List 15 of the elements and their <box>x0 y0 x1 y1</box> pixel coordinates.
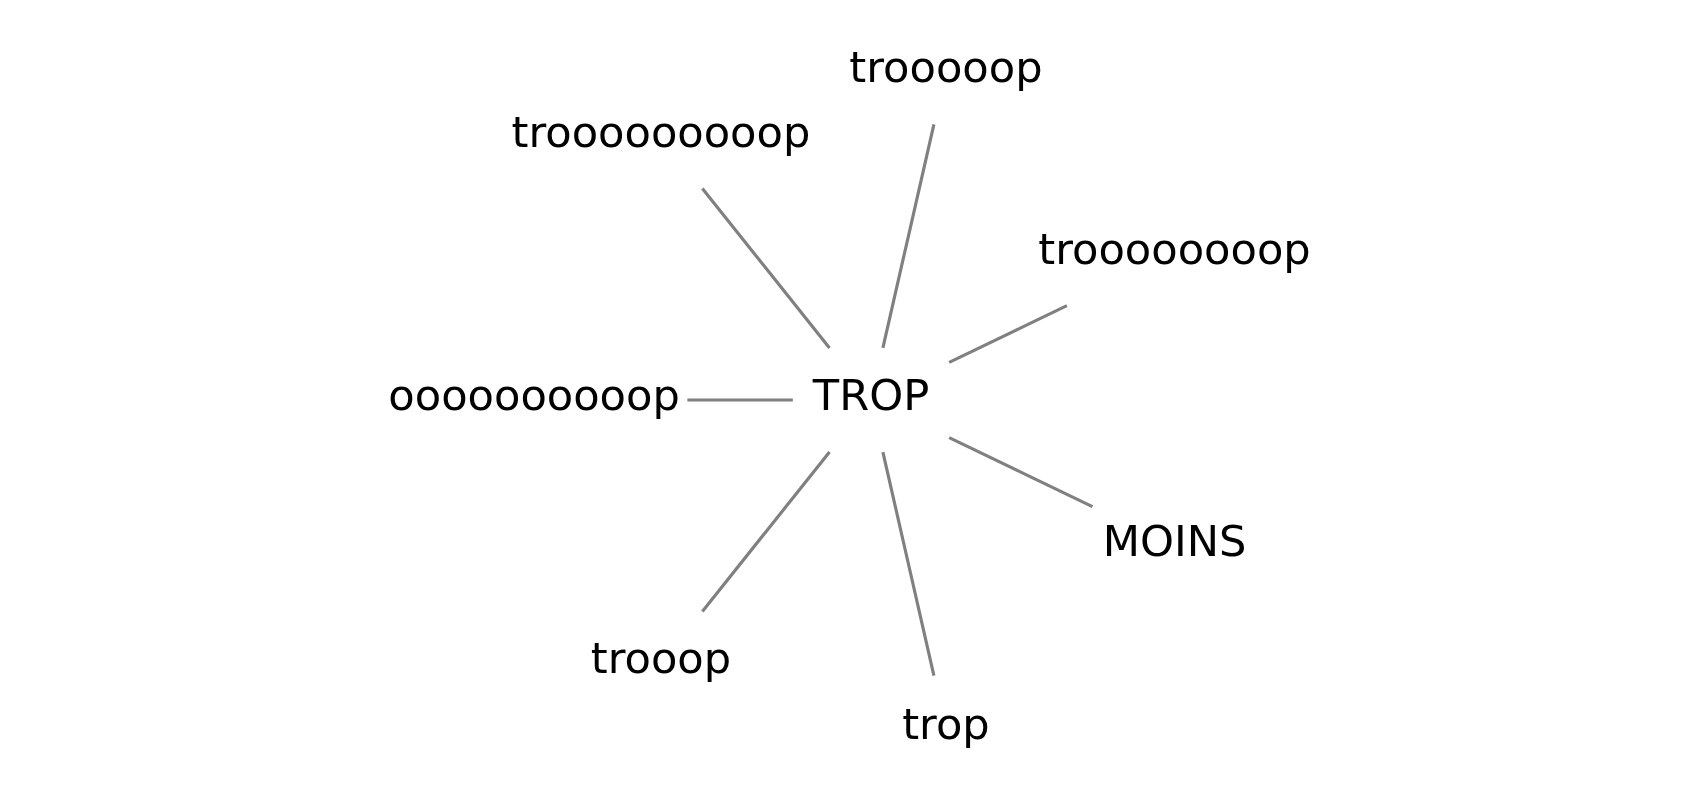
node-text: trop <box>902 698 990 749</box>
connector <box>701 451 831 613</box>
node-text: TROP <box>812 370 930 421</box>
connector <box>881 124 936 349</box>
connector <box>948 304 1068 364</box>
node-text: oooooooooop <box>388 370 680 421</box>
node-text: trooooop <box>849 41 1043 92</box>
node-text: MOINS <box>1102 516 1247 567</box>
node-text: troooooooop <box>1038 223 1311 274</box>
node-text: trooooooooop <box>511 106 811 157</box>
connector <box>701 187 831 349</box>
connector <box>948 436 1094 509</box>
connector <box>687 398 793 402</box>
connector <box>881 451 936 676</box>
node-text: trooop <box>590 633 732 684</box>
